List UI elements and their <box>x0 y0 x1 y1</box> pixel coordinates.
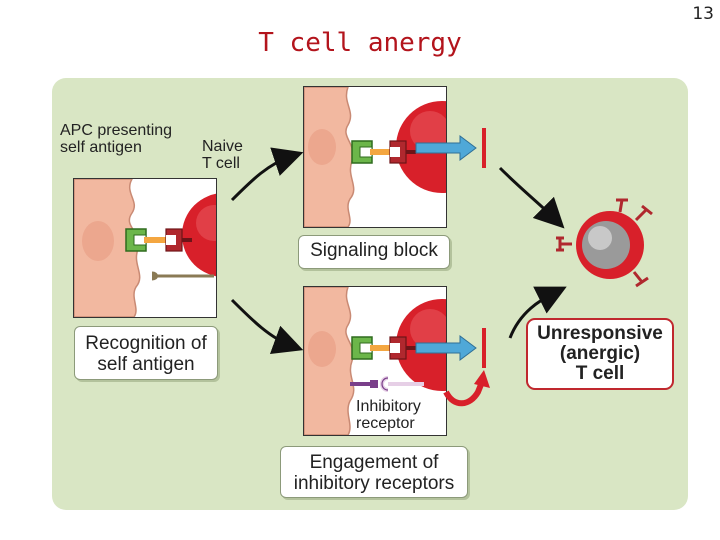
naive-t-cell-label: Naive T cell <box>202 138 243 172</box>
self-antigen <box>370 149 394 155</box>
apc-label: APC presenting self antigen <box>60 122 173 156</box>
anergic-outcome-box: Unresponsive (anergic) T cell <box>526 318 674 390</box>
self-antigen <box>370 345 394 351</box>
self-antigen <box>144 237 170 243</box>
page-number: 13 <box>692 4 714 24</box>
signaling-block-caption: Signaling block <box>298 235 450 269</box>
signaling-frame <box>303 86 447 228</box>
apc-nucleus <box>82 221 114 261</box>
slide-title: T cell anergy <box>258 28 462 58</box>
recognition-caption: Recognition of self antigen <box>74 326 218 380</box>
engagement-caption: Engagement of inhibitory receptors <box>280 446 468 498</box>
inhibitory-receptor-label: Inhibitory receptor <box>356 398 421 432</box>
costimulator-receptor <box>151 271 214 281</box>
recognition-frame <box>73 178 217 318</box>
